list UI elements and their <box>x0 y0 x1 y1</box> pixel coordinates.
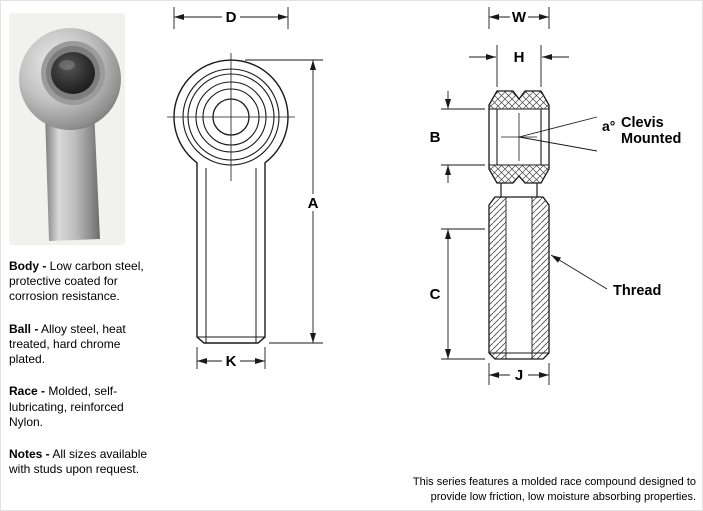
clevis-mounted-label-line1: Clevis <box>621 115 664 131</box>
footer-line2: provide low friction, low moisture absor… <box>430 491 696 504</box>
dim-label-K: K <box>226 353 237 370</box>
photo-bore-highlight <box>59 60 75 70</box>
spec-notes: Notes - All sizes available with studs u… <box>9 447 151 477</box>
footer-note: This series features a molded race compo… <box>386 475 696 506</box>
clevis-mounted-label-line2: Mounted <box>621 131 681 147</box>
thread-label: Thread <box>613 283 661 299</box>
dim-label-A: A <box>308 195 319 212</box>
dim-label-D: D <box>226 9 237 26</box>
spec-notes-label: Notes - <box>9 447 50 462</box>
spec-ball-text: Alloy steel, heat treated, hard chrome p… <box>9 321 126 367</box>
dim-label-W: W <box>512 9 527 26</box>
spec-ball: Ball - Alloy steel, heat treated, hard c… <box>9 322 151 368</box>
photo-bore <box>51 52 95 94</box>
spec-race-text: Molded, self-lubricating, reinforced Nyl… <box>9 384 124 429</box>
race-hatch-bottom <box>488 164 550 184</box>
dim-label-H: H <box>514 49 525 66</box>
photo-shank <box>45 109 100 241</box>
dim-label-B: B <box>430 129 441 146</box>
centerlines <box>167 53 295 181</box>
spec-body: Body - Low carbon steel, protective coat… <box>9 259 151 305</box>
spec-race-label: Race - <box>9 384 46 399</box>
race-hatch-top <box>488 90 550 110</box>
spec-body-label: Body - <box>9 259 47 273</box>
rod-end-outline <box>173 59 289 344</box>
dim-C <box>441 228 485 360</box>
thread-wall-right <box>531 196 550 360</box>
thread-wall-left <box>488 196 507 360</box>
thread-leader-line <box>550 254 608 290</box>
spec-ball-label: Ball - <box>9 321 39 336</box>
dim-label-C: C <box>430 286 441 303</box>
spec-notes-text: All sizes available with studs upon requ… <box>9 447 148 477</box>
footer-line1: This series features a molded race compo… <box>412 476 696 488</box>
materials-panel: Body - Low carbon steel, protective coat… <box>9 259 151 495</box>
front-view-drawing: D A K <box>167 7 323 370</box>
side-view-drawing: W H B C J a° Clevis Mounted Thread <box>430 7 681 385</box>
dim-B <box>441 91 485 183</box>
angle-label: a° <box>602 118 615 134</box>
dim-label-J: J <box>515 367 523 384</box>
spec-race: Race - Molded, self-lubricating, reinfor… <box>9 384 151 430</box>
product-photo <box>9 13 125 245</box>
dim-H <box>469 45 569 87</box>
spec-body-text: Low carbon steel, protective coated for … <box>9 259 144 304</box>
misalignment-angle-lines <box>518 116 598 152</box>
